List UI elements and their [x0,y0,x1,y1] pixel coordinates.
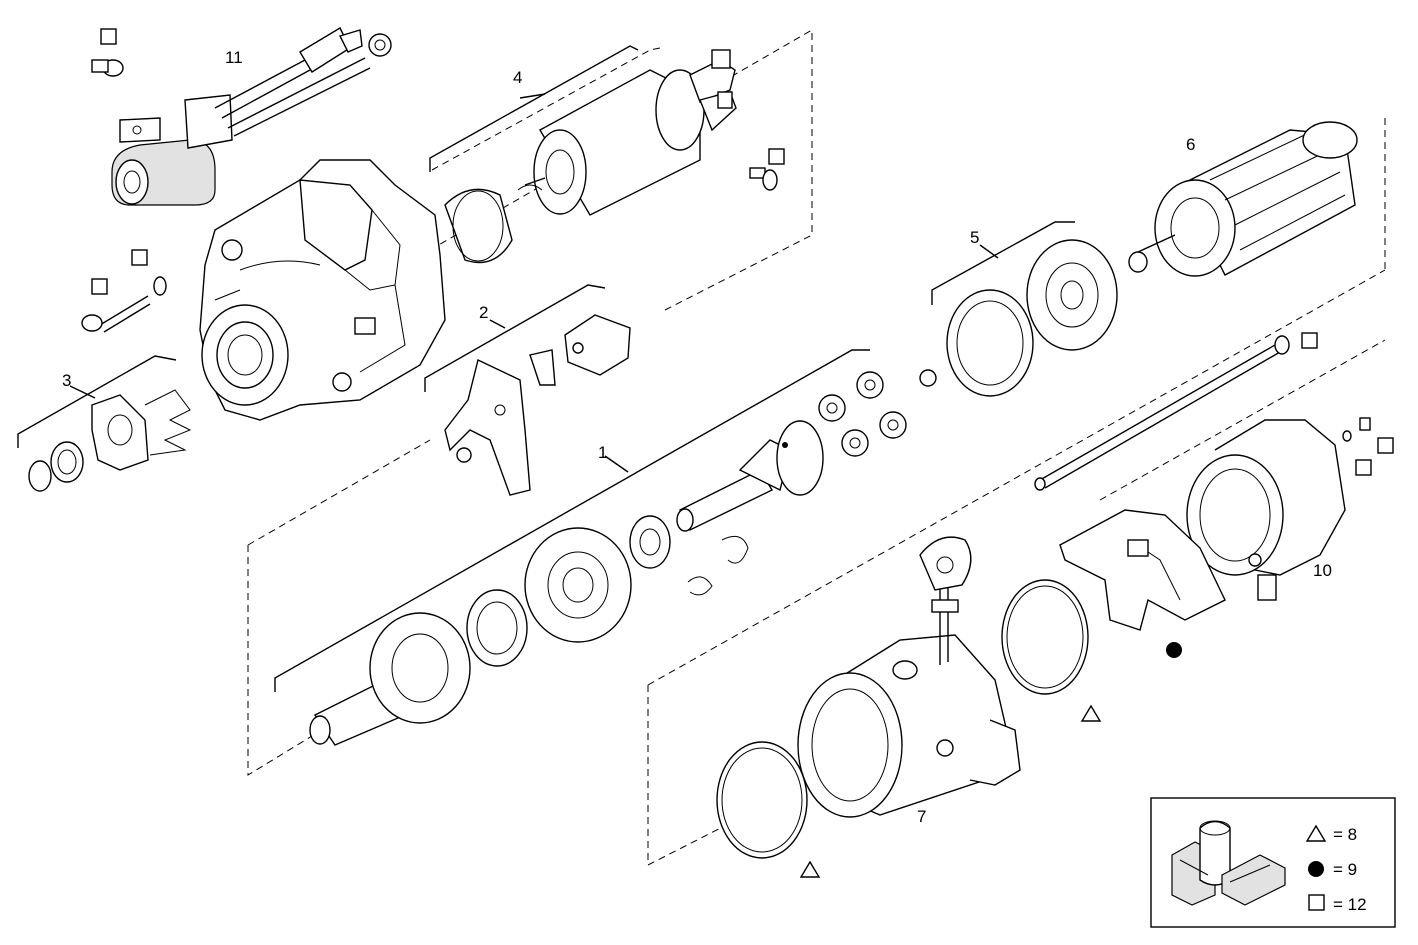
ring-gear-part-5 [946,239,1118,397]
legend-text-triangle: = 8 [1333,825,1357,844]
callouts: 1 2 3 4 5 6 7 10 11 [62,48,1332,826]
solenoid-clip [444,184,543,264]
callout-6: 6 [1186,135,1195,154]
triangle-marker [1080,704,1102,722]
o-ring-medium [1001,579,1089,695]
planet-gear-3 [841,429,869,457]
adjuster-screw [81,276,167,333]
filled-circle-marker [1166,642,1182,658]
square-marker [1377,437,1394,454]
planet-gear-2 [856,371,884,399]
square-marker [91,278,108,295]
fork-lever-part-2 [444,314,631,496]
callout-1: 1 [598,443,607,462]
planet-gear-1 [818,394,846,422]
square-marker [131,249,148,266]
bolt-icon [749,167,778,191]
callout-5: 5 [970,228,979,247]
square-marker [1301,332,1318,349]
brush-holder [1059,509,1226,631]
callout-7: 7 [917,807,926,826]
legend-triangle-icon [1305,824,1327,842]
legend-dot-icon [1308,861,1324,877]
ball-bearing [919,369,937,387]
callout-3: 3 [62,371,71,390]
legend-box: = 8 = 9 = 12 [1150,797,1396,928]
group-brackets [17,45,1075,692]
planet-gear-4 [879,411,907,439]
screw-icon [91,59,124,77]
callout-10: 10 [1313,561,1332,580]
legend-text-square: = 12 [1333,895,1367,914]
pinion-kit-part-3 [28,389,192,492]
wiring-harness-part-11 [111,27,392,206]
through-bolt [1034,335,1290,491]
square-marker [768,148,785,165]
callout-4: 4 [513,68,522,87]
markers [91,28,1394,878]
drive-assembly-part-1 [309,420,824,746]
legend-square-icon [1308,894,1325,911]
triangle-marker [799,860,821,878]
legend-text-dot: = 9 [1333,860,1357,879]
square-marker [100,28,117,45]
o-ring-large [716,741,808,859]
square-marker [1355,459,1372,476]
legend-illustration [1171,820,1286,906]
callout-11: 11 [225,48,243,67]
drive-end-housing [199,159,446,421]
field-frame-part-7 [797,536,1021,818]
small-screw-icon [1342,417,1371,442]
callout-2: 2 [479,303,488,322]
armature-part-6 [1128,121,1358,277]
end-frame-part-10 [1186,419,1346,601]
solenoid-part-4 [524,49,737,216]
